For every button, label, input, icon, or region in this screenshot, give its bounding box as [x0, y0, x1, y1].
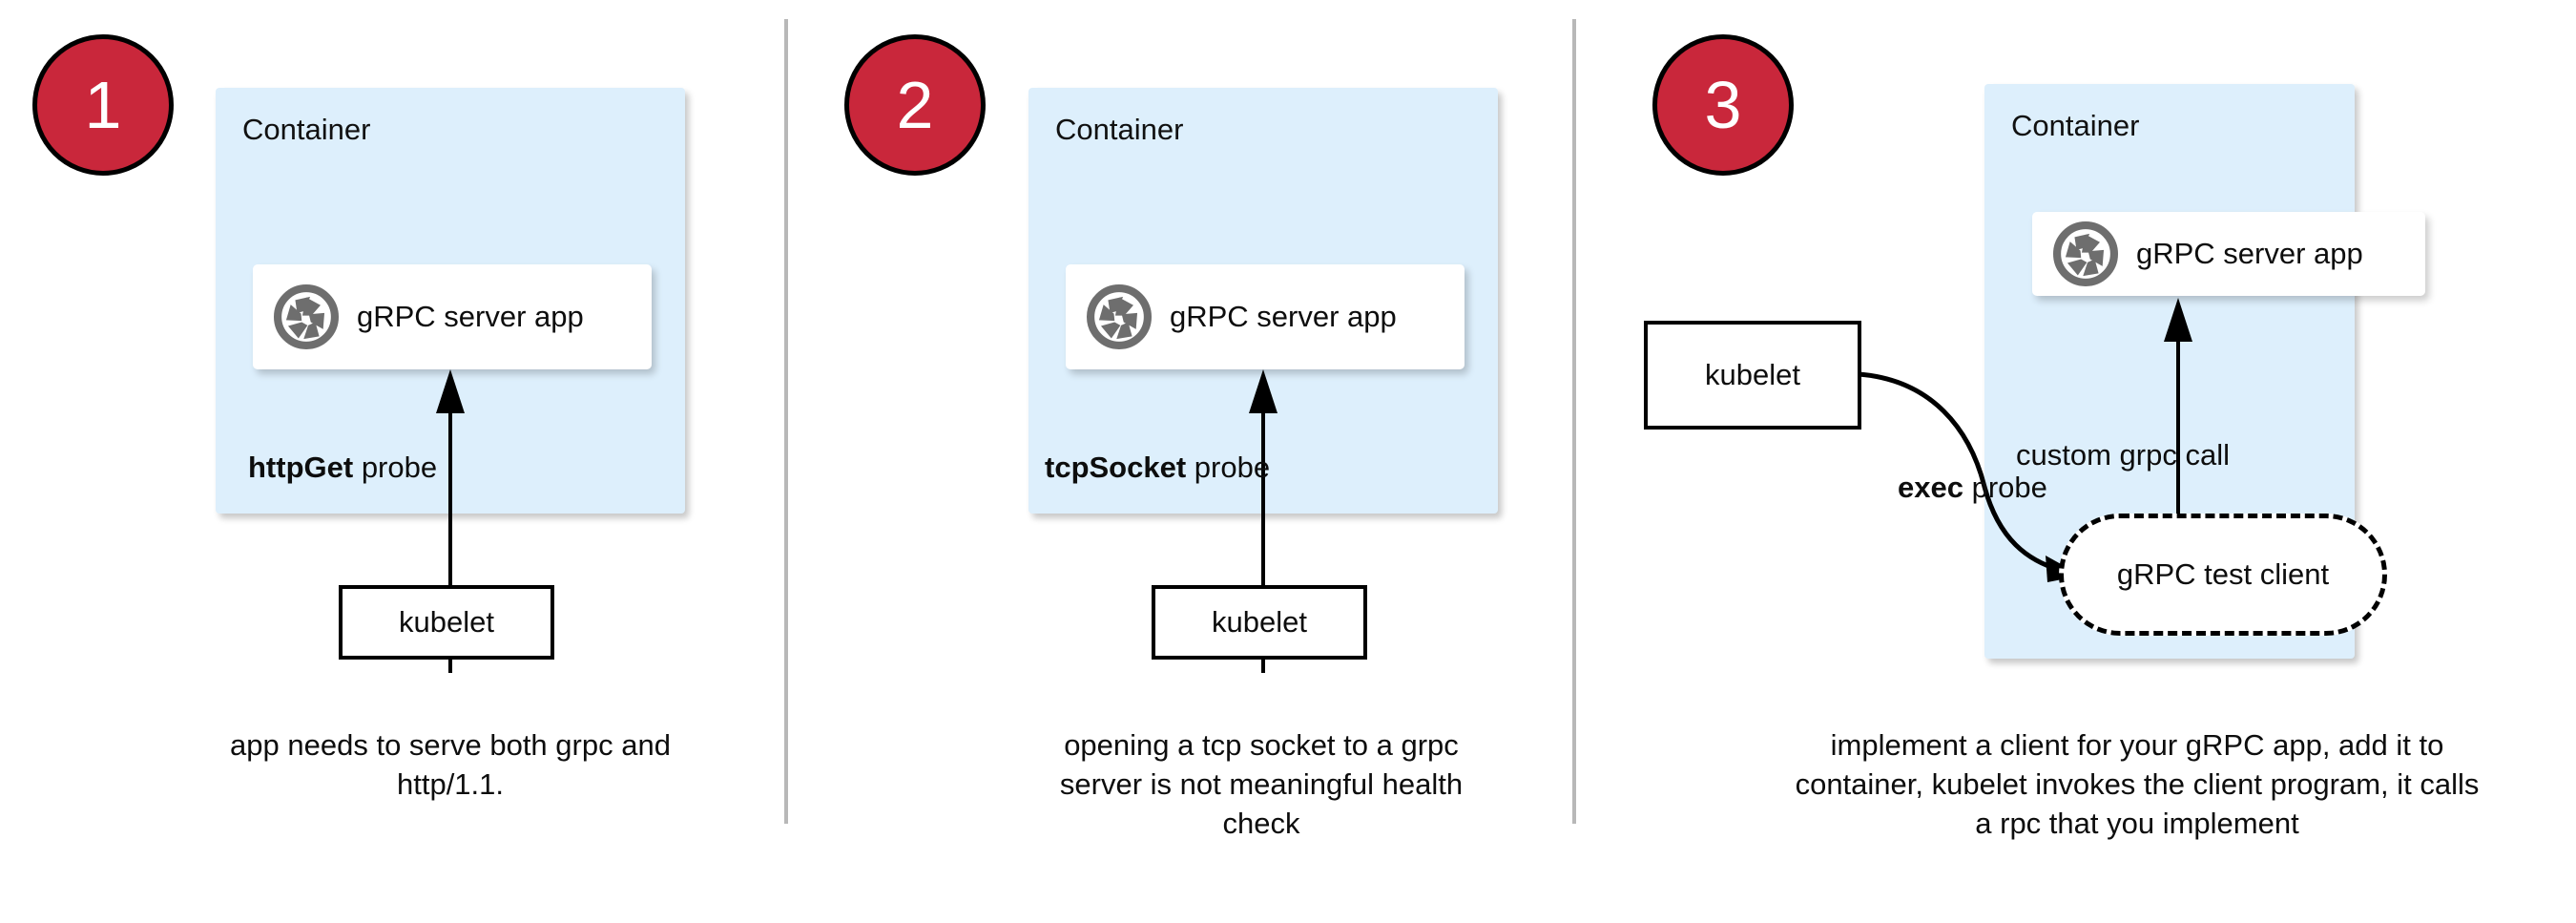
grpc-aperture-icon [1087, 284, 1152, 349]
exec-probe-label: exec probe [1898, 471, 2047, 505]
grpc-server-app-card-1: gRPC server app [253, 264, 652, 369]
kubelet-box-3: kubelet [1644, 321, 1861, 430]
step-badge-3: 3 [1652, 34, 1794, 176]
grpc-test-client-label: gRPC test client [2116, 557, 2330, 591]
tcpsocket-probe-label: tcpSocket probe [1045, 451, 1270, 485]
grpc-server-app-label-3: gRPC server app [2136, 237, 2363, 270]
step-badge-1: 1 [32, 34, 174, 176]
tcpsocket-probe-label-bold: tcpSocket [1045, 451, 1187, 484]
kubelet-box-2: kubelet [1152, 585, 1367, 660]
exec-probe-label-rest: probe [1963, 471, 2047, 504]
grpc-server-app-card-3: gRPC server app [2032, 212, 2425, 296]
panel-divider-1 [784, 19, 788, 824]
httpget-probe-label: httpGet probe [248, 451, 437, 485]
container-label-1: Container [242, 113, 371, 146]
exec-probe-label-bold: exec [1898, 471, 1963, 504]
grpc-server-app-label-1: gRPC server app [357, 300, 584, 333]
httpget-probe-label-bold: httpGet [248, 451, 354, 484]
kubelet-label-3: kubelet [1705, 358, 1800, 391]
grpc-aperture-icon [274, 284, 339, 349]
container-label-2: Container [1055, 113, 1184, 146]
grpc-aperture-icon [2053, 221, 2118, 286]
custom-grpc-call-label: custom grpc call [2016, 438, 2230, 472]
panel-caption-1: app needs to serve both grpc and http/1.… [230, 728, 671, 801]
grpc-server-app-card-2: gRPC server app [1066, 264, 1465, 369]
kubelet-label-1: kubelet [399, 605, 494, 639]
grpc-server-app-label-2: gRPC server app [1170, 300, 1397, 333]
tcpsocket-probe-label-rest: probe [1186, 451, 1271, 484]
panel-caption-3: implement a client for your gRPC app, ad… [1795, 728, 2480, 840]
panel-caption-2: opening a tcp socket to a grpc server is… [1059, 728, 1464, 840]
step-badge-2: 2 [844, 34, 986, 176]
httpget-probe-label-rest: probe [353, 451, 438, 484]
kubelet-label-2: kubelet [1212, 605, 1307, 639]
container-label-3: Container [2011, 109, 2140, 142]
grpc-test-client-box: gRPC test client [2059, 514, 2387, 636]
kubelet-box-1: kubelet [339, 585, 554, 660]
panel-divider-2 [1572, 19, 1576, 824]
